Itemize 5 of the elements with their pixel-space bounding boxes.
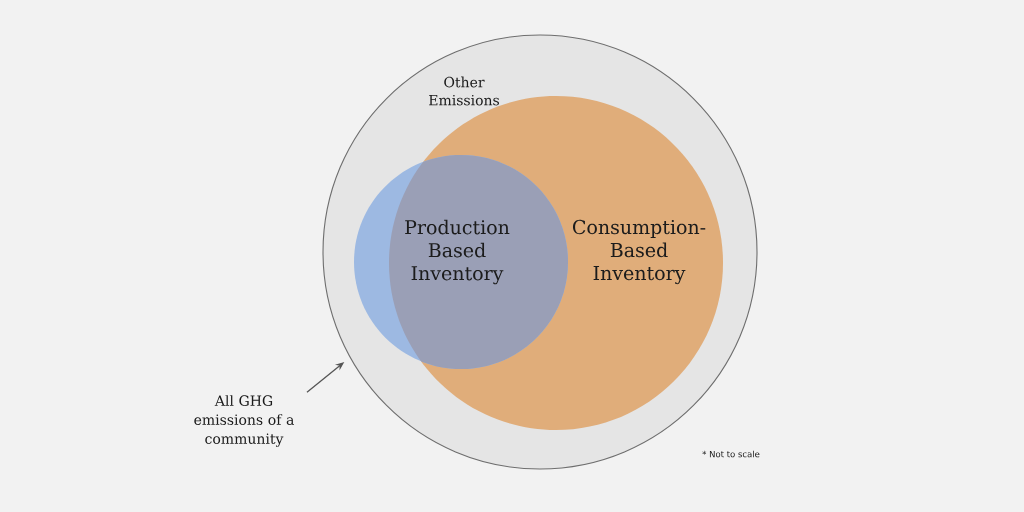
circle-label: Production Based Inventory [405,219,510,285]
footnote: * Not to scale [702,450,760,458]
region-label: Other Emissions [429,76,499,106]
circle-label: Consumption-Based Inventory [573,219,706,285]
annotation-text: All GHG emissions of a community [194,395,294,447]
